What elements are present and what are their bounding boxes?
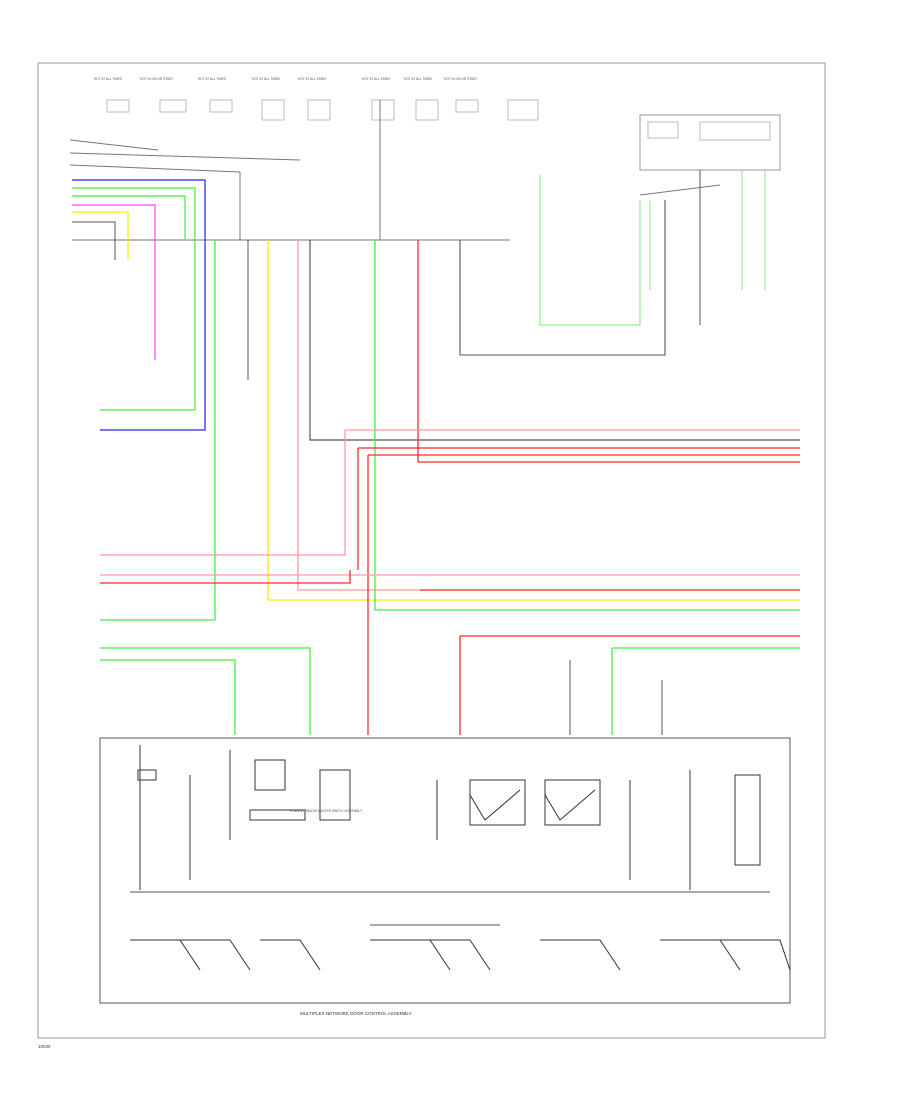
top-label-1: HOT AT ALL TIMES — [94, 77, 122, 81]
left-colored-wires — [72, 179, 206, 431]
right-horizontal-runs — [100, 429, 800, 735]
upper-right-subsystem — [539, 114, 781, 326]
fuse-blocks — [106, 99, 539, 121]
page-code: 10040 — [38, 1044, 51, 1049]
top-fuse-labels: HOT AT ALL TIMES HOT IN ON OR START HOT … — [94, 77, 477, 81]
fuse-1 — [106, 99, 130, 113]
top-label-4: HOT AT ALL TIMES — [252, 77, 280, 81]
ecu-internals — [137, 745, 761, 890]
ecu-main-box-label: POWER WINDOW MASTER SWITCH ASSEMBLY — [290, 809, 363, 813]
fuse-6 — [371, 99, 395, 121]
left-connector-stack — [69, 100, 510, 241]
fuse-9 — [507, 99, 539, 121]
right-ecu-wires — [459, 635, 800, 735]
fuse-7 — [415, 99, 439, 121]
middle-vertical-wires — [100, 200, 800, 621]
ecu-title: MULTIPLEX NETWORK DOOR CONTROL ASSEMBLY — [300, 1011, 412, 1016]
fuse-4 — [261, 99, 285, 121]
diagram-frame — [37, 62, 826, 1039]
bottom-switches — [130, 924, 791, 971]
top-label-6: HOT AT ALL TIMES — [362, 77, 390, 81]
ecu-box — [99, 737, 791, 1004]
top-label-8: HOT IN ON OR START — [444, 77, 477, 81]
fuse-5 — [307, 99, 331, 121]
top-label-7: HOT AT ALL TIMES — [404, 77, 432, 81]
lower-green-wires — [100, 647, 311, 735]
top-label-2: HOT IN ON OR START — [140, 77, 173, 81]
fuse-2 — [159, 99, 187, 113]
top-label-5: HOT AT ALL TIMES — [298, 77, 326, 81]
fuse-8 — [455, 99, 479, 113]
fuse-3 — [209, 99, 233, 113]
top-label-3: HOT AT ALL TIMES — [198, 77, 226, 81]
